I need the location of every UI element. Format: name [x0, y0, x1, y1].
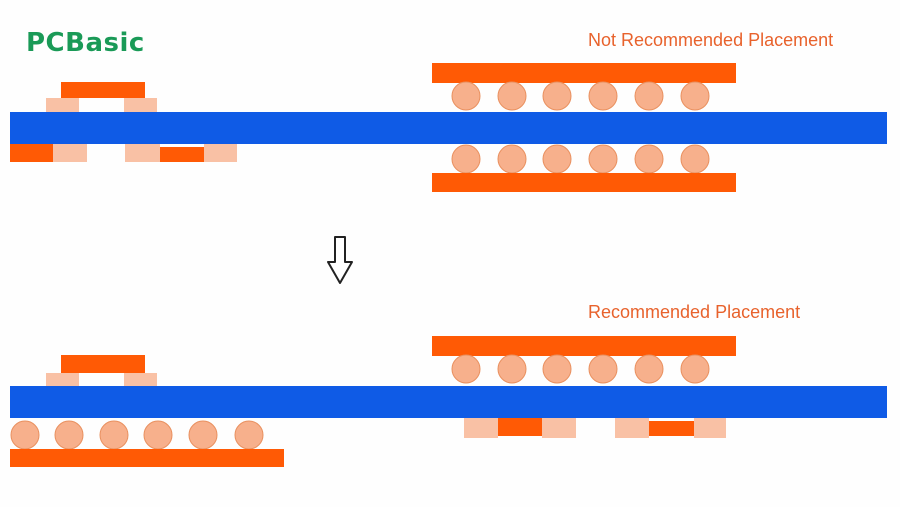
pcb-board-bottom	[10, 386, 887, 418]
solder-ball	[188, 420, 218, 450]
component-lead	[124, 373, 157, 386]
solder-ball	[497, 354, 527, 384]
bottom-lead	[125, 144, 160, 162]
component-lead	[46, 373, 79, 386]
solder-ball	[497, 144, 527, 174]
bga-balls-top	[451, 81, 710, 111]
component-body	[61, 355, 145, 373]
bga-package-top	[432, 336, 736, 356]
solder-ball	[451, 144, 481, 174]
bottom-lead	[615, 418, 649, 438]
solder-ball	[451, 81, 481, 111]
component-lead	[46, 98, 79, 112]
brand-logo: PCBasic	[26, 26, 145, 60]
solder-ball	[588, 81, 618, 111]
bga-package-top	[432, 63, 736, 83]
bga-package-bottom	[432, 173, 736, 192]
solder-ball	[588, 354, 618, 384]
bottom-lead	[694, 418, 726, 438]
arrow-down-icon	[327, 236, 353, 284]
bottom-lead	[204, 144, 237, 162]
component-body	[61, 82, 145, 98]
solder-ball	[542, 81, 572, 111]
bga-package-bottom	[10, 449, 284, 467]
brand-name: PCBasic	[26, 28, 145, 58]
solder-ball	[634, 144, 664, 174]
solder-ball	[542, 144, 572, 174]
solder-ball	[54, 420, 84, 450]
solder-ball	[451, 354, 481, 384]
recommended-label: Recommended Placement	[588, 302, 801, 322]
pcb-board-top	[10, 112, 887, 144]
bottom-pad	[160, 147, 204, 162]
component-lead	[124, 98, 157, 112]
solder-ball	[680, 354, 710, 384]
solder-ball	[634, 81, 664, 111]
bga-balls-bottom	[451, 144, 710, 174]
solder-ball	[588, 144, 618, 174]
solder-ball	[680, 144, 710, 174]
bottom-pad	[649, 421, 694, 436]
bottom-lead	[542, 418, 576, 438]
solder-ball	[99, 420, 129, 450]
solder-ball	[143, 420, 173, 450]
solder-ball	[634, 354, 664, 384]
solder-ball	[680, 81, 710, 111]
bottom-pad	[498, 418, 542, 436]
bga-balls-bottom	[10, 420, 264, 450]
solder-ball	[497, 81, 527, 111]
not-recommended-label: Not Recommended Placement	[588, 30, 834, 50]
bga-balls-top	[451, 354, 710, 384]
solder-ball	[542, 354, 572, 384]
bottom-lead	[53, 144, 87, 162]
bottom-pad	[10, 144, 53, 162]
solder-ball	[234, 420, 264, 450]
bottom-lead	[464, 418, 498, 438]
solder-ball	[10, 420, 40, 450]
